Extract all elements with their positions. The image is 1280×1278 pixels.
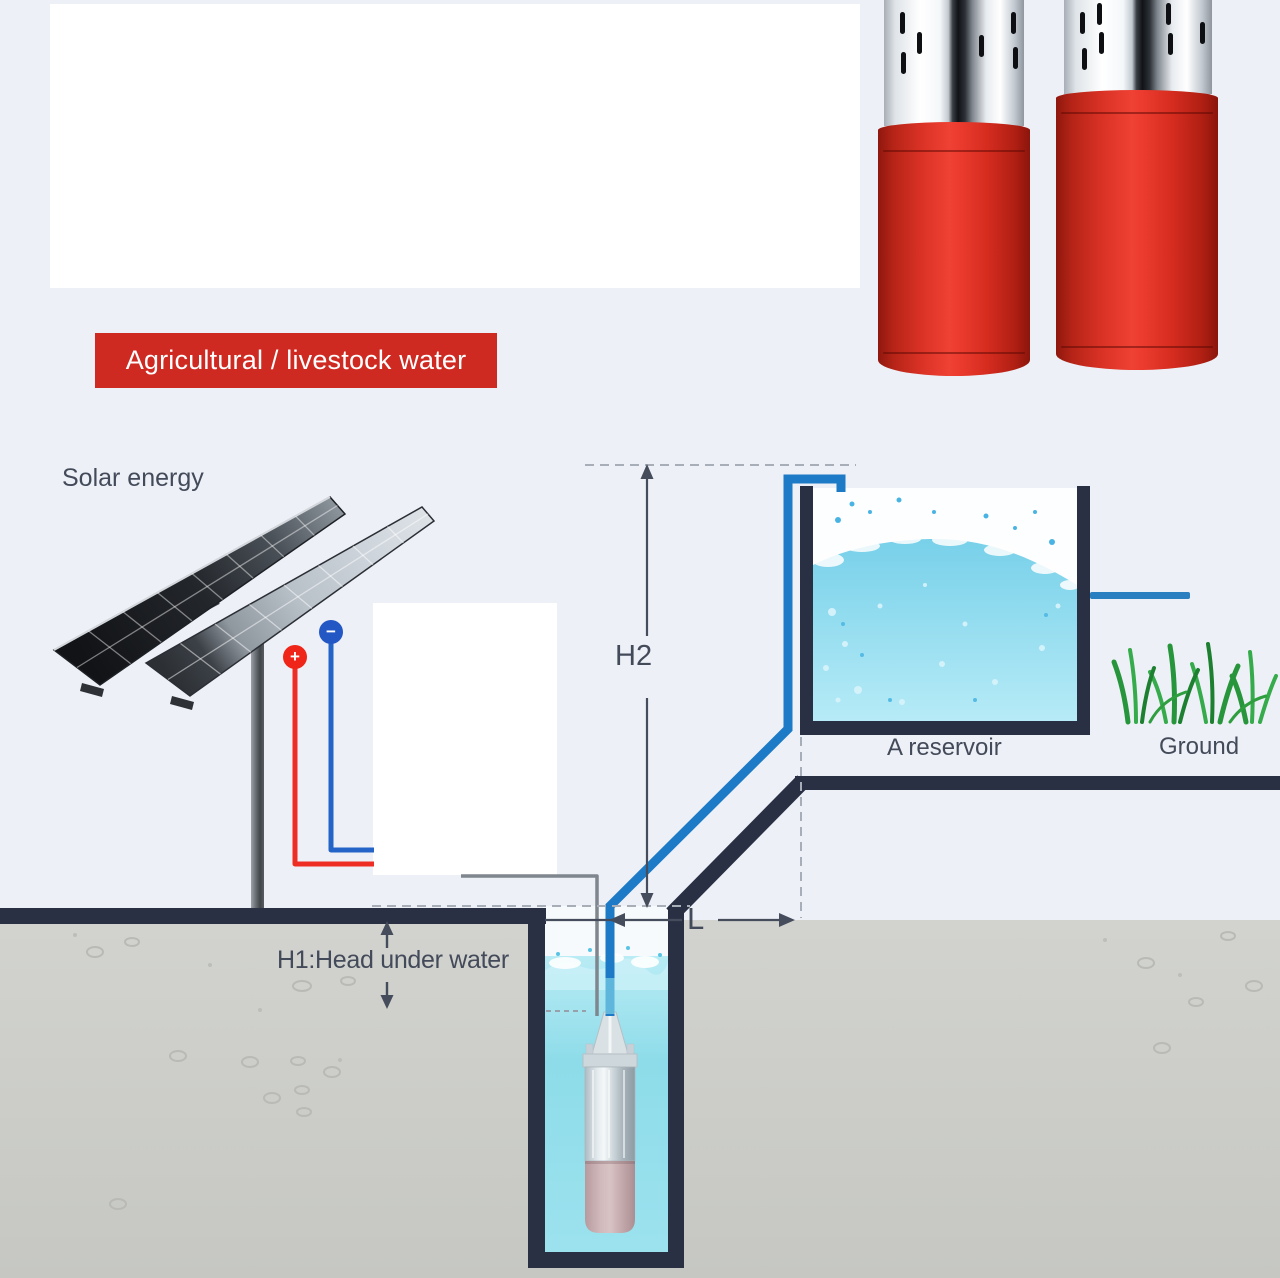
pump-lower-section — [585, 1161, 635, 1233]
reservoir-wall-right — [1077, 486, 1090, 734]
h1-arrows — [380, 921, 394, 1009]
reservoir-droplets — [835, 497, 1055, 545]
controller-box — [373, 603, 557, 875]
delivery-pipe — [605, 474, 846, 1016]
reservoir-bubble-accents — [841, 613, 1048, 702]
reservoir-bubbles — [823, 583, 1061, 705]
positive-terminal-icon: + — [283, 645, 307, 669]
h2-dimension — [640, 464, 654, 908]
reservoir-foam — [812, 534, 1080, 590]
soil-dots — [73, 933, 1182, 1062]
well-bottom — [528, 1252, 684, 1268]
well-water-spray — [556, 946, 662, 957]
reservoir — [800, 486, 1190, 735]
solar-pole — [251, 638, 264, 908]
reservoir-label: A reservoir — [887, 734, 1002, 761]
negative-terminal-icon: − — [319, 620, 343, 644]
h1-label: H1:Head under water — [277, 946, 509, 974]
solar-panel-dark — [52, 496, 347, 686]
submersible-pump — [582, 1011, 638, 1233]
panel-foot — [80, 683, 104, 697]
positive-wire — [292, 662, 374, 867]
product-pump-right — [1056, 0, 1218, 380]
reservoir-wall-left — [800, 486, 813, 734]
pump-motor-body — [878, 122, 1030, 376]
solar-panel-light — [144, 506, 436, 697]
panel-foot — [170, 696, 194, 710]
pump-intake-screen — [1064, 0, 1212, 94]
l-label: L — [687, 901, 705, 936]
solar-energy-label: Solar energy — [62, 464, 204, 492]
grass — [1111, 642, 1278, 725]
h2-label: H2 — [615, 640, 653, 672]
reservoir-water — [813, 538, 1077, 722]
terrain — [0, 776, 1280, 1268]
soil-pebbles — [86, 931, 1263, 1210]
well-wall-left — [528, 908, 545, 1268]
pump-motor-body — [1056, 90, 1218, 370]
reference-lines — [372, 464, 856, 918]
pump-intake-screen — [884, 0, 1024, 126]
ground-slope — [666, 775, 809, 920]
reservoir-outlet-pipe — [1090, 592, 1190, 599]
l-dimension — [545, 913, 795, 927]
pump-cable — [461, 874, 599, 1016]
well-wall-right — [668, 908, 684, 1268]
ground-line-left — [0, 908, 546, 924]
section-banner: Agricultural / livestock water — [95, 333, 497, 388]
top-blank-panel — [50, 4, 860, 288]
solar-array — [52, 496, 436, 908]
product-pump-left — [878, 0, 1030, 385]
reservoir-bottom — [800, 721, 1090, 735]
banner-label: Agricultural / livestock water — [125, 345, 467, 375]
ground-label: Ground — [1159, 733, 1240, 760]
ground-line-right — [795, 776, 1280, 790]
negative-wire — [328, 640, 374, 853]
